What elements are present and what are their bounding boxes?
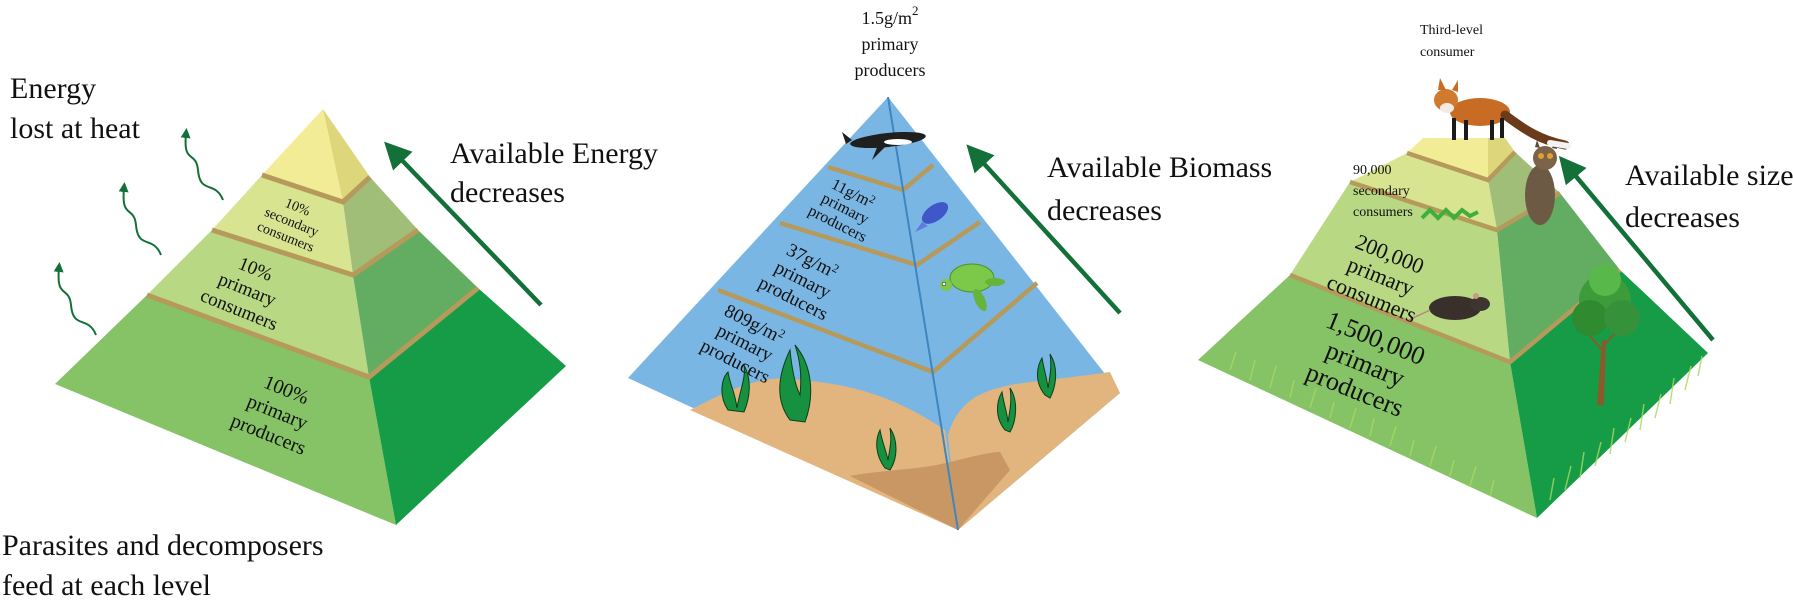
size-side-label-line2: decreases bbox=[1625, 201, 1740, 234]
wavy-arrow-icon bbox=[180, 128, 224, 201]
decomposers-label-line2: feed at each level bbox=[2, 569, 211, 602]
size-band-2-right bbox=[1497, 193, 1620, 362]
energy-side-label-line1: Available Energy bbox=[450, 137, 658, 170]
energy-divider bbox=[146, 286, 480, 380]
seaweed-icon bbox=[876, 427, 897, 471]
sand-dark bbox=[850, 452, 1010, 530]
energy-divider bbox=[261, 172, 372, 205]
rat-icon bbox=[1404, 293, 1490, 323]
heat-label-line2: lost at heat bbox=[10, 112, 141, 145]
size-band-top-left bbox=[1407, 138, 1488, 180]
biomass-top-label-value: 1.5g/m2 bbox=[861, 3, 918, 28]
biomass-side-label-line2: decreases bbox=[1047, 194, 1162, 227]
seaweed-icon bbox=[1037, 353, 1057, 399]
energy-divider bbox=[211, 227, 420, 278]
energy-band-top-left bbox=[262, 109, 343, 202]
biomass-decrease-arrow bbox=[966, 144, 1122, 315]
energy-band-2-left bbox=[147, 230, 369, 377]
seaweed-icon bbox=[779, 344, 812, 423]
energy-side-label-line2: decreases bbox=[450, 176, 565, 209]
size-decrease-arrow bbox=[1558, 155, 1715, 342]
energy-band-top-right bbox=[323, 109, 370, 202]
biomass-pyramid: 11g/m2 primary producers 37g/m2 primary … bbox=[628, 96, 1120, 531]
energy-band-1-left bbox=[212, 175, 353, 275]
heat-label-line1: Energy bbox=[10, 72, 96, 105]
turtle-icon bbox=[940, 263, 1005, 312]
biomass-side-label-line1: Available Biomass bbox=[1047, 151, 1272, 184]
size-level-label-1-line1: 90,000 bbox=[1353, 163, 1392, 178]
biomass-top-label-line3: producers bbox=[855, 60, 926, 80]
size-level-label-1-line2: secondary bbox=[1353, 184, 1410, 199]
biomass-ridge bbox=[887, 96, 959, 531]
decomposers-label-line1: Parasites and decomposers bbox=[2, 529, 324, 562]
owl-icon bbox=[1525, 140, 1557, 225]
seaweed-icon bbox=[997, 387, 1017, 433]
size-divider bbox=[1406, 150, 1517, 183]
size-side-label-line1: Available size bbox=[1625, 159, 1793, 192]
wavy-arrow-icon bbox=[53, 262, 97, 336]
size-band-top-right bbox=[1488, 138, 1515, 180]
fish-icon bbox=[915, 202, 949, 232]
energy-band-1-right bbox=[343, 177, 418, 275]
size-pyramid: 90,000 secondary consumers 200,000 prima… bbox=[1198, 78, 1708, 518]
third-level-label-line1: Third-level bbox=[1420, 23, 1483, 38]
third-level-label-line2: consumer bbox=[1420, 45, 1475, 60]
energy-band-3-right bbox=[369, 288, 566, 525]
heat-loss-arrows bbox=[53, 128, 224, 336]
seaweed-group bbox=[721, 344, 1057, 471]
wavy-arrow-icon bbox=[118, 182, 162, 256]
size-band-3-left bbox=[1198, 275, 1537, 518]
biomass-top-label-line2: primary bbox=[862, 34, 919, 54]
size-band-3-right bbox=[1510, 270, 1708, 518]
size-band-1-right bbox=[1488, 152, 1560, 230]
tree-icon bbox=[1572, 264, 1640, 405]
size-level-label-1-line3: consumers bbox=[1353, 205, 1413, 220]
fox-icon bbox=[1434, 78, 1571, 150]
biomass-divider bbox=[779, 220, 982, 268]
grass-icon bbox=[1229, 351, 1703, 501]
energy-band-2-right bbox=[353, 230, 478, 377]
energy-band-3-left bbox=[55, 295, 396, 525]
snake-icon bbox=[1420, 207, 1479, 221]
orca-icon bbox=[842, 131, 926, 160]
seaweed-icon bbox=[721, 364, 750, 413]
energy-decrease-arrow bbox=[384, 141, 543, 307]
energy-pyramid: 10% secondary consumers 10% primary cons… bbox=[55, 109, 566, 525]
